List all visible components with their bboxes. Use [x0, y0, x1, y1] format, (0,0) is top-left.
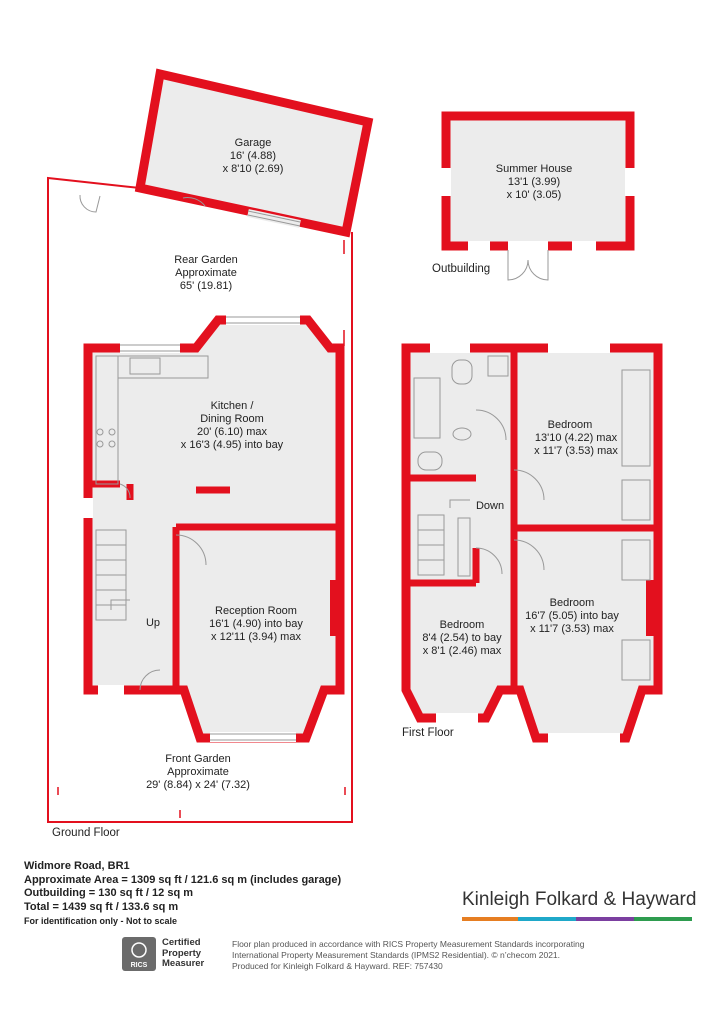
- summer-house-dim2: x 10' (3.05): [507, 189, 562, 201]
- ground-floor-label: Ground Floor: [52, 827, 120, 839]
- garage-name: Garage: [235, 137, 272, 149]
- rear-garden-line3: 65' (19.81): [180, 280, 232, 292]
- bedroom2-dim1: 16'7 (5.05) into bay: [525, 610, 619, 622]
- rics-badge: RICS Certified Property Measurer: [122, 937, 220, 971]
- reception-line2: 16'1 (4.90) into bay: [209, 618, 303, 630]
- summer-house-dim1: 13'1 (3.99): [508, 176, 560, 188]
- rear-garden-line1: Rear Garden: [174, 254, 238, 266]
- address: Widmore Road, BR1: [24, 860, 130, 872]
- rics-certification: Certified Property Measurer: [162, 937, 205, 970]
- bedroom1-dim2: x 11'7 (3.53) max: [534, 445, 618, 457]
- brand-bar-orange: [462, 917, 518, 921]
- bedroom3-dim1: 8'4 (2.54) to bay: [422, 632, 502, 644]
- stairs-up-label: Up: [146, 617, 160, 629]
- outbuilding-label: Outbuilding: [432, 263, 490, 275]
- bedroom1-dim1: 13'10 (4.22) max: [535, 432, 618, 444]
- reception-line1: Reception Room: [215, 605, 297, 617]
- rear-garden-line2: Approximate: [175, 267, 237, 279]
- dimension-arrows: [57, 240, 346, 818]
- total-area: Total = 1439 sq ft / 133.6 sq m: [24, 900, 179, 913]
- reception-line3: x 12'11 (3.94) max: [211, 631, 301, 643]
- bedroom2-dim2: x 11'7 (3.53) max: [530, 623, 614, 635]
- rics-logo-text: RICS: [131, 962, 148, 969]
- garden-gate: [79, 194, 101, 213]
- brand-bar-green: [634, 917, 692, 921]
- kitchen-line4: x 16'3 (4.95) into bay: [181, 439, 284, 451]
- footer-note: Floor plan produced in accordance with R…: [232, 939, 584, 972]
- rics-line3: Measurer: [162, 958, 205, 969]
- outbuilding-area: Outbuilding = 130 sq ft / 12 sq m: [24, 887, 194, 899]
- brand-bar-teal: [518, 917, 576, 921]
- bedroom1-name: Bedroom: [548, 419, 593, 431]
- garden-boundary: [47, 176, 353, 823]
- stairs-down-label: Down: [476, 500, 504, 512]
- first-floor-label: First Floor: [402, 727, 454, 739]
- garage-dim2: x 8'10 (2.69): [223, 163, 284, 175]
- ground-floor: [83, 315, 345, 743]
- approximate-area: Approximate Area = 1309 sq ft / 121.6 sq…: [24, 873, 342, 886]
- bedroom3-name: Bedroom: [440, 619, 485, 631]
- area-info: Widmore Road, BR1 Approximate Area = 130…: [24, 860, 341, 926]
- footer-note-line2: International Property Measurement Stand…: [232, 950, 561, 960]
- footer-note-line1: Floor plan produced in accordance with R…: [232, 939, 585, 949]
- front-garden-line3: 29' (8.84) x 24' (7.32): [146, 779, 250, 791]
- summer-house-name: Summer House: [496, 163, 572, 175]
- front-garden-line2: Approximate: [167, 766, 229, 778]
- kitchen-line3: 20' (6.10) max: [197, 426, 267, 438]
- kitchen-line2: Dining Room: [200, 413, 264, 425]
- first-floor: [401, 343, 663, 743]
- front-garden-line1: Front Garden: [165, 753, 230, 765]
- summer-house: Summer House 13'1 (3.99) x 10' (3.05): [441, 111, 635, 281]
- kitchen-line1: Kitchen /: [211, 400, 255, 412]
- footer-note-line3: Produced for Kinleigh Folkard & Hayward.…: [232, 961, 443, 971]
- disclaimer: For identification only - Not to scale: [24, 916, 178, 926]
- garage-dim1: 16' (4.88): [230, 150, 276, 162]
- bedroom3-dim2: x 8'1 (2.46) max: [423, 645, 502, 657]
- brand-bar-purple: [576, 917, 634, 921]
- bedroom2-name: Bedroom: [550, 597, 595, 609]
- rics-logo-icon: RICS: [122, 937, 156, 971]
- brand-name: Kinleigh Folkard & Hayward: [462, 889, 697, 910]
- rics-line1: Certified: [162, 937, 201, 948]
- rics-line2: Property: [162, 947, 202, 959]
- garage: Garage 16' (4.88) x 8'10 (2.69): [134, 68, 374, 238]
